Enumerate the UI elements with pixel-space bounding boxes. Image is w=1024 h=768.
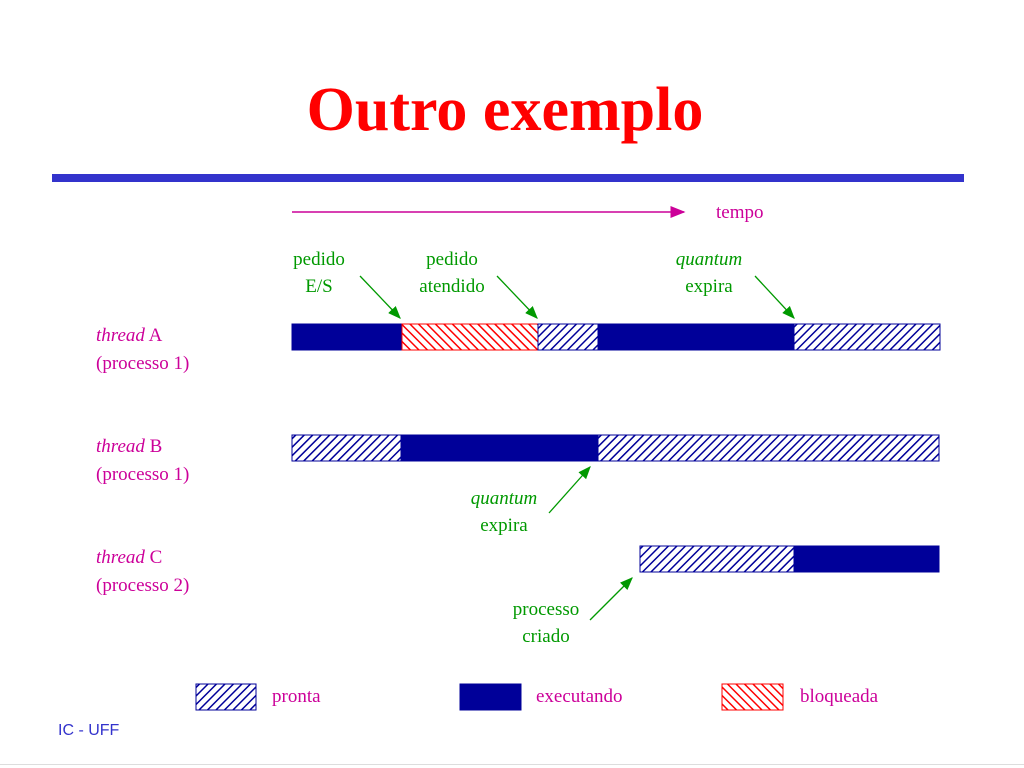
thread-b-executando	[400, 434, 599, 462]
arrow-quantum-a	[754, 275, 795, 319]
thread-letter: C	[149, 547, 163, 568]
title-divider	[52, 174, 964, 182]
annotation-line: processo	[512, 599, 580, 620]
page-title: Outro exemplo	[306, 76, 704, 144]
thread-word: thread	[96, 547, 145, 568]
legend-executando-label: executando	[536, 686, 623, 707]
annotation-line: pedido	[426, 249, 478, 270]
bottom-divider	[0, 764, 1024, 765]
annotation-quantum-expira-a: quantum expira	[660, 246, 758, 300]
thread-a-pronta-2	[793, 323, 941, 351]
annotation-line: E/S	[305, 276, 333, 297]
time-axis-label: tempo	[716, 202, 764, 223]
legend-bloqueada-swatch	[721, 683, 784, 711]
thread-process: (processo 1)	[96, 464, 190, 485]
arrow-quantum-b	[548, 466, 591, 514]
thread-letter: A	[148, 325, 163, 346]
thread-b-timeline	[291, 434, 940, 462]
thread-c-timeline	[639, 545, 940, 573]
thread-process: (processo 2)	[96, 575, 190, 596]
annotation-line: expira	[480, 515, 528, 536]
thread-a-timeline	[291, 323, 941, 351]
annotation-quantum-expira-b: quantum expira	[454, 485, 554, 539]
thread-c-label: thread C (processo 2)	[96, 544, 189, 600]
legend-pronta-label: pronta	[272, 686, 321, 707]
footer-text: IC - UFF	[58, 722, 120, 739]
annotation-line: quantum	[470, 488, 538, 509]
thread-c-pronta	[639, 545, 795, 573]
thread-letter: B	[149, 436, 163, 457]
annotation-line: atendido	[419, 276, 485, 297]
thread-a-label: thread A (processo 1)	[96, 322, 189, 378]
annotation-line: criado	[522, 626, 570, 647]
arrow-pedido-es	[359, 275, 401, 319]
arrow-pedido-atendido	[496, 275, 538, 319]
annotation-processo-criado: processo criado	[496, 596, 596, 650]
annotation-line: quantum	[675, 249, 743, 270]
thread-c-executando	[793, 545, 940, 573]
thread-word: thread	[96, 436, 145, 457]
thread-a-bloqueada	[401, 323, 539, 351]
annotation-pedido-es: pedido E/S	[276, 246, 362, 300]
thread-process: (processo 1)	[96, 353, 190, 374]
legend-bloqueada-label: bloqueada	[800, 686, 879, 707]
legend-executando-swatch	[459, 683, 522, 711]
thread-word: thread	[96, 325, 145, 346]
annotation-line: expira	[685, 276, 733, 297]
thread-a-pronta-1	[537, 323, 599, 351]
thread-b-pronta-1	[291, 434, 402, 462]
annotation-pedido-atendido: pedido atendido	[402, 246, 502, 300]
thread-a-executando-1	[291, 323, 403, 351]
thread-a-executando-2	[597, 323, 795, 351]
thread-b-label: thread B (processo 1)	[96, 433, 189, 489]
legend-pronta-swatch	[195, 683, 257, 711]
thread-b-pronta-2	[597, 434, 940, 462]
annotation-line: pedido	[293, 249, 345, 270]
arrow-processo-criado	[589, 577, 633, 621]
